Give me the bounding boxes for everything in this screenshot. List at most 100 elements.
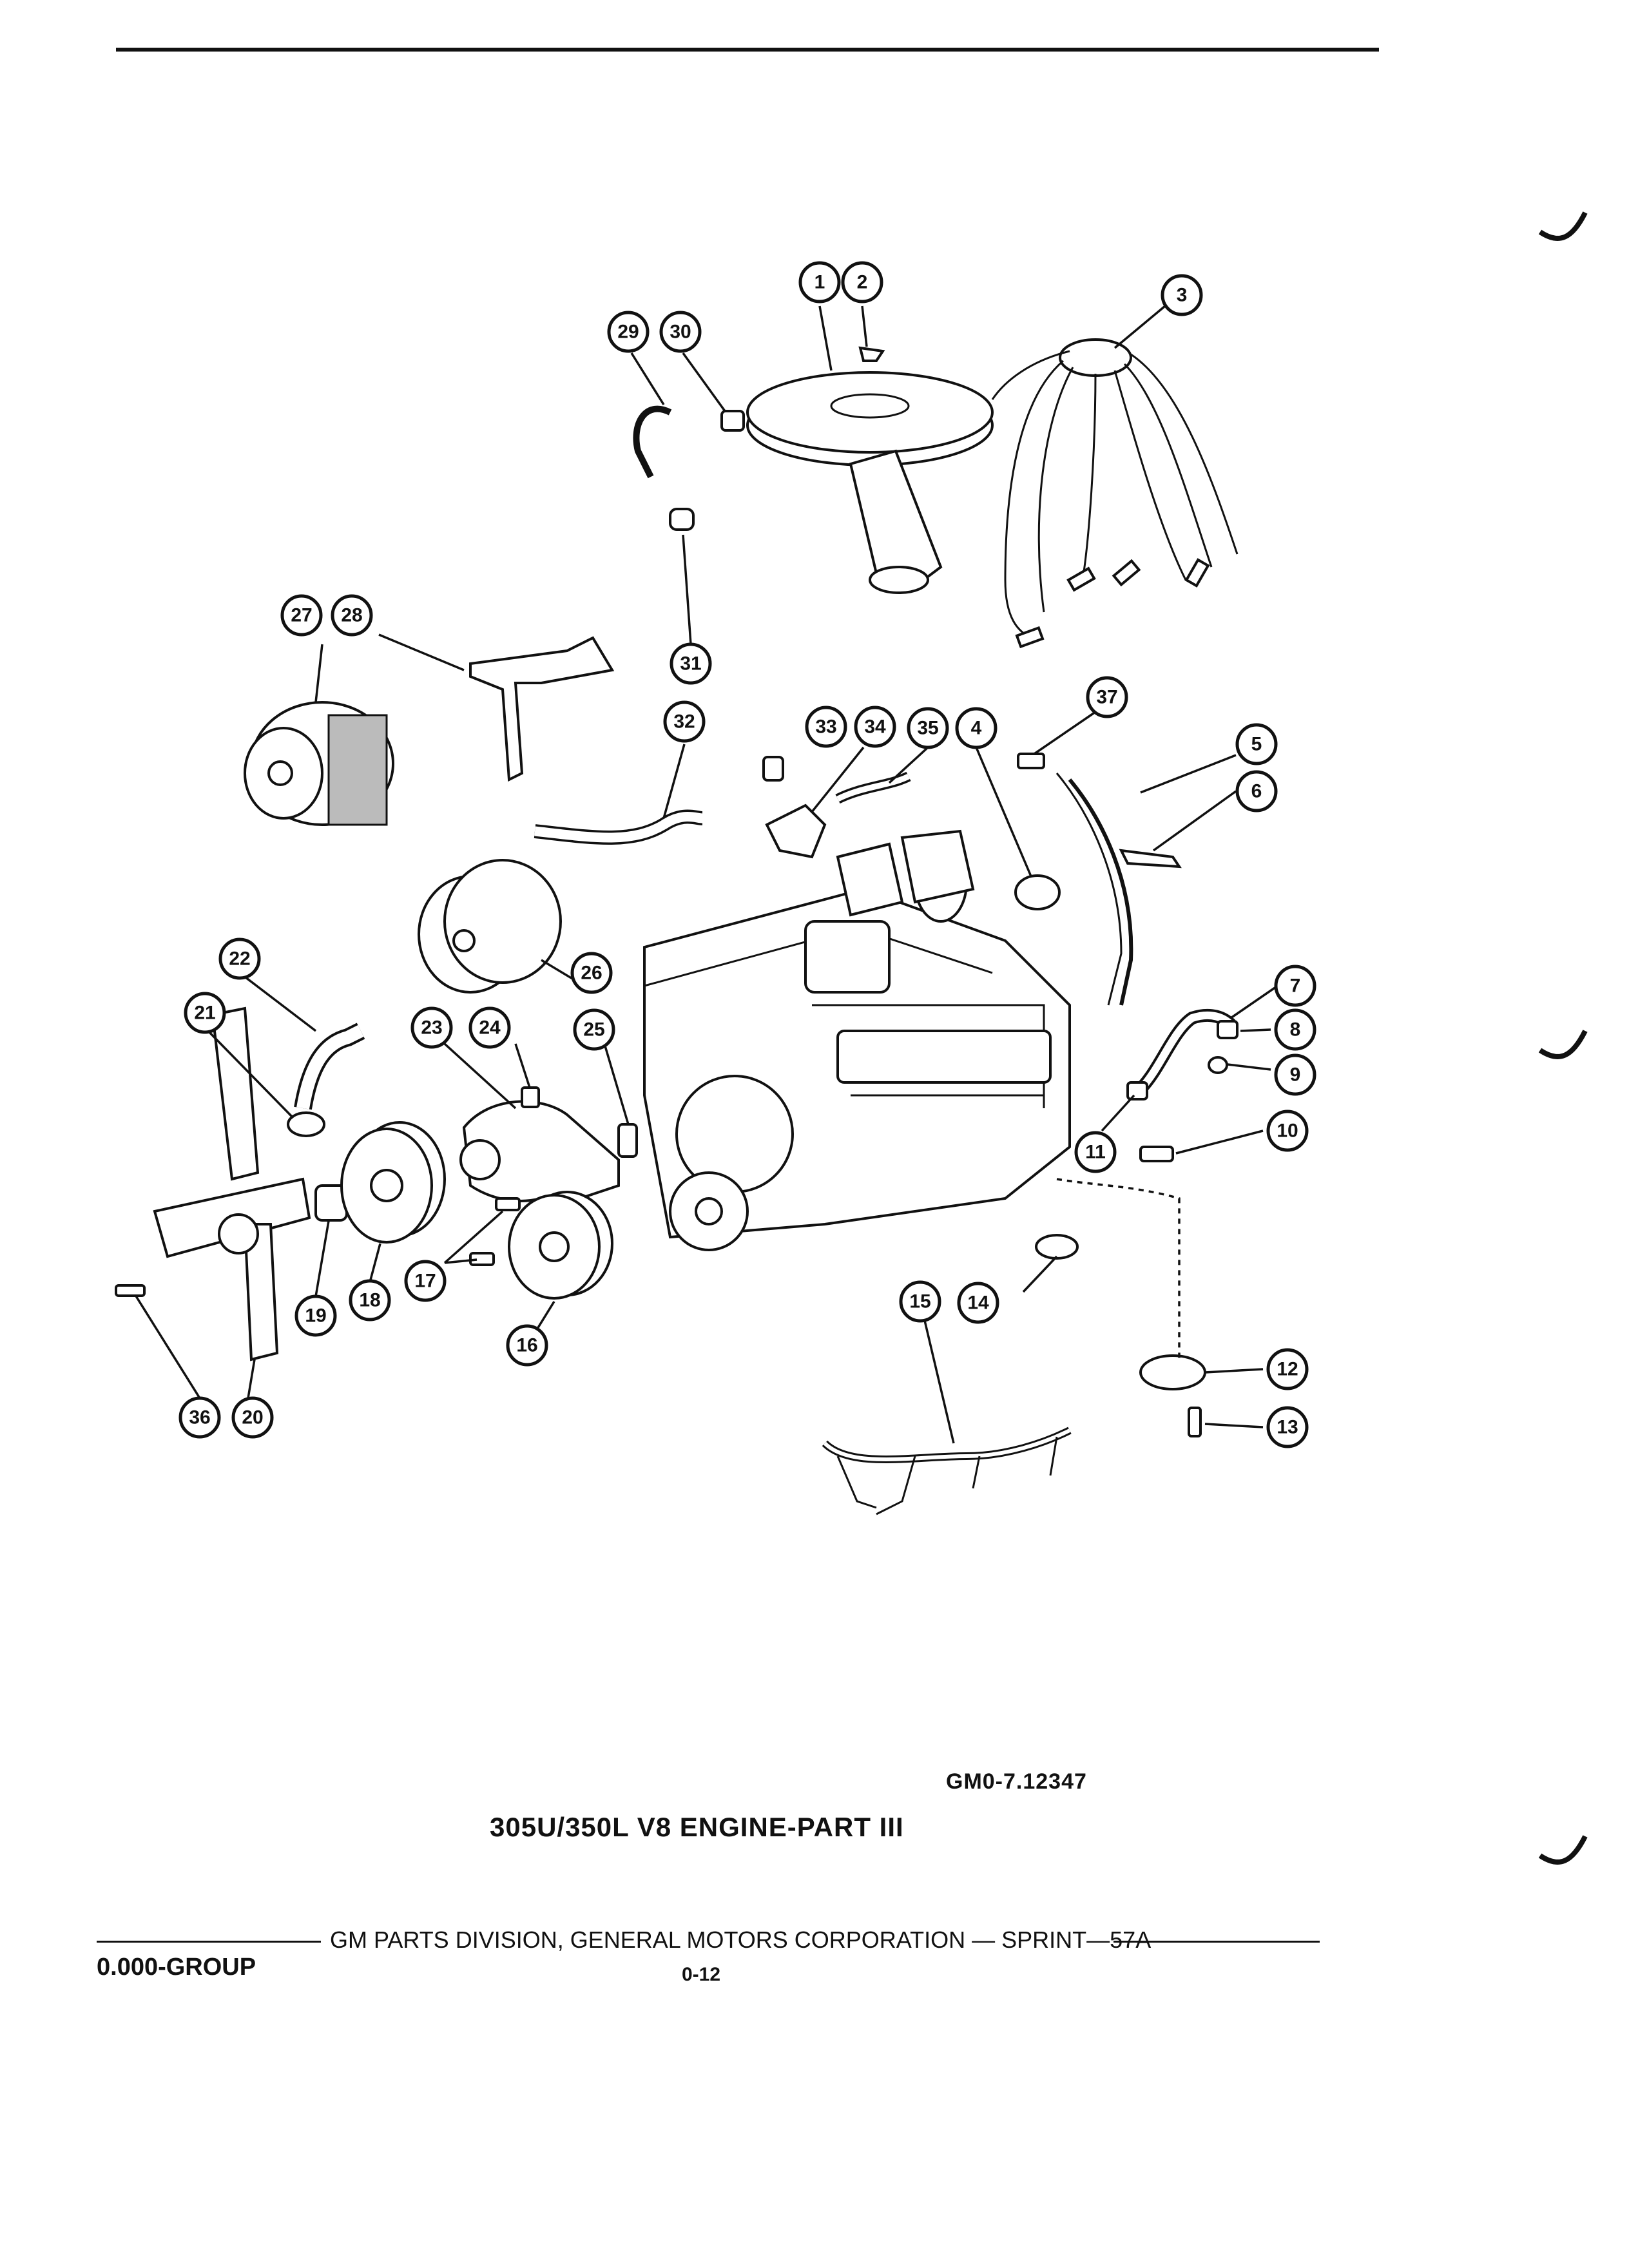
air-cleaner-assembly — [746, 371, 994, 594]
svg-text:26: 26 — [581, 963, 602, 984]
svg-text:34: 34 — [864, 716, 886, 738]
callout-32: 32 — [663, 700, 706, 743]
svg-text:22: 22 — [229, 948, 250, 970]
distributor — [900, 829, 975, 904]
svg-text:36: 36 — [189, 1407, 210, 1428]
footer-rule-left — [97, 1941, 321, 1943]
callout-14: 14 — [957, 1282, 999, 1324]
fan-bolt — [115, 1284, 146, 1297]
callout-20: 20 — [231, 1396, 274, 1439]
svg-text:2: 2 — [857, 272, 868, 293]
sensor-wire — [1056, 1178, 1181, 1360]
breather-plug — [669, 508, 695, 531]
housing-bolt — [762, 756, 784, 782]
svg-text:15: 15 — [909, 1291, 930, 1312]
footer-rule-right — [1113, 1941, 1320, 1943]
callout-9: 9 — [1274, 1053, 1316, 1096]
svg-text:11: 11 — [1085, 1142, 1106, 1163]
power-steering-pump — [418, 859, 562, 994]
svg-text:37: 37 — [1096, 687, 1117, 708]
thermostat-housing — [765, 803, 827, 859]
dipstick-tube — [1068, 778, 1133, 1006]
callout-8: 8 — [1274, 1008, 1316, 1051]
svg-text:23: 23 — [421, 1017, 442, 1039]
oil-pump-bolt — [1188, 1407, 1202, 1437]
callout-23: 23 — [410, 1006, 453, 1049]
footer-publisher: GM PARTS DIVISION, GENERAL MOTORS CORPOR… — [330, 1927, 1152, 1953]
callout-35: 35 — [907, 707, 949, 749]
svg-text:3: 3 — [1177, 285, 1188, 306]
svg-text:13: 13 — [1277, 1417, 1298, 1438]
callout-2: 2 — [841, 261, 883, 303]
heater-fitting — [1126, 1081, 1148, 1100]
crankshaft-pulley — [508, 1191, 613, 1300]
callout-37: 37 — [1086, 676, 1128, 718]
callout-1: 1 — [798, 261, 841, 303]
callout-12: 12 — [1266, 1348, 1309, 1390]
oil-pump-screen — [1139, 1354, 1206, 1390]
pcv-grommet — [720, 410, 745, 432]
callout-31: 31 — [670, 642, 712, 685]
binding-mark — [1538, 1030, 1588, 1059]
svg-text:1: 1 — [815, 272, 825, 293]
svg-text:20: 20 — [242, 1407, 263, 1428]
oil-pressure-sender — [1139, 1146, 1174, 1162]
temperature-sender — [1017, 753, 1045, 769]
callout-17: 17 — [404, 1260, 447, 1302]
callout-15: 15 — [899, 1280, 941, 1323]
footer-group: 0.000-GROUP — [97, 1954, 256, 1981]
svg-text:16: 16 — [516, 1335, 537, 1356]
svg-text:25: 25 — [583, 1019, 604, 1041]
callout-21: 21 — [184, 992, 226, 1034]
callout-5: 5 — [1235, 723, 1278, 765]
top-rule — [116, 48, 1379, 52]
svg-text:12: 12 — [1277, 1359, 1298, 1380]
wiring-harness — [822, 1427, 1072, 1515]
fan-pulley — [340, 1121, 446, 1244]
svg-text:5: 5 — [1251, 734, 1262, 755]
water-pump — [462, 1100, 620, 1202]
svg-text:32: 32 — [673, 711, 695, 733]
callout-7: 7 — [1274, 965, 1316, 1007]
callout-22: 22 — [218, 937, 261, 980]
svg-text:35: 35 — [917, 718, 938, 739]
leader-lines — [134, 305, 1283, 1444]
svg-text:17: 17 — [414, 1271, 436, 1292]
svg-text:8: 8 — [1290, 1019, 1301, 1041]
svg-text:28: 28 — [341, 605, 362, 626]
svg-text:30: 30 — [670, 322, 691, 343]
callout-11: 11 — [1074, 1131, 1117, 1173]
callout-34: 34 — [854, 706, 896, 748]
distributor-wire-set — [991, 338, 1239, 649]
svg-text:6: 6 — [1251, 781, 1262, 802]
callout-36: 36 — [178, 1396, 221, 1439]
callout-6: 6 — [1235, 770, 1278, 812]
svg-text:7: 7 — [1290, 975, 1301, 997]
callout-10: 10 — [1266, 1110, 1309, 1152]
callout-13: 13 — [1266, 1406, 1309, 1448]
oil-filler-cap — [1014, 874, 1061, 910]
callout-28: 28 — [331, 594, 373, 637]
callout-18: 18 — [349, 1279, 391, 1321]
hose-fitting — [1217, 1020, 1239, 1039]
callout-27: 27 — [280, 594, 323, 637]
pipe-plug — [1208, 1056, 1228, 1074]
alternator — [244, 701, 394, 826]
oil-dipstick — [1055, 773, 1123, 1006]
callout-3: 3 — [1161, 274, 1203, 316]
svg-text:24: 24 — [479, 1017, 501, 1039]
svg-text:14: 14 — [967, 1293, 989, 1314]
svg-text:18: 18 — [359, 1290, 380, 1311]
callout-19: 19 — [294, 1294, 337, 1337]
svg-text:19: 19 — [305, 1305, 326, 1327]
fan-blade — [153, 1006, 311, 1361]
carburetor — [836, 842, 904, 917]
callout-4: 4 — [955, 707, 998, 749]
callout-33: 33 — [805, 706, 847, 748]
figure-title: 305U/350L V8 ENGINE-PART III — [490, 1812, 904, 1842]
callout-26: 26 — [570, 952, 613, 994]
svg-text:27: 27 — [291, 605, 312, 626]
svg-text:31: 31 — [680, 653, 701, 675]
